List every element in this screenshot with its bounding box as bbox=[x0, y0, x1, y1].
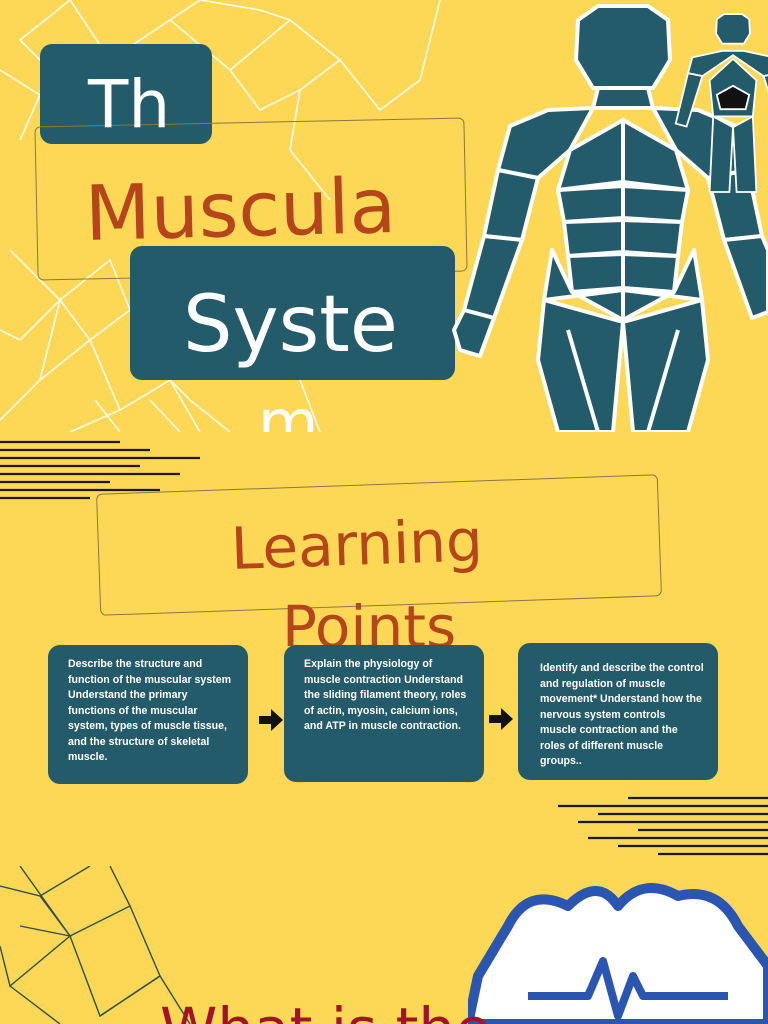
right-arrow-icon bbox=[489, 708, 513, 730]
title-box-1 bbox=[40, 44, 212, 144]
title-box-2 bbox=[130, 246, 455, 380]
learning-point-card-3: Identify and describe the control and re… bbox=[518, 643, 718, 780]
learning-point-card-2: Explain the physiology of muscle contrac… bbox=[284, 645, 484, 782]
learning-points-slide: Learning Points Describe the structure a… bbox=[0, 432, 768, 866]
title-slide: Th Muscula Syste m bbox=[0, 0, 768, 432]
learning-point-card-1: Describe the structure and function of t… bbox=[48, 645, 248, 784]
heart-heartbeat-icon bbox=[468, 883, 768, 1024]
learning-heading-line-2: Points bbox=[282, 598, 457, 646]
what-is-heading: What is the bbox=[160, 1000, 491, 1024]
title-line-1: Th bbox=[88, 66, 171, 143]
human-muscle-figure bbox=[452, 4, 768, 432]
learning-heading-line-1: Learning bbox=[229, 506, 484, 583]
title-line-2: Muscula bbox=[83, 160, 398, 258]
title-line-4: m bbox=[258, 386, 319, 433]
what-is-slide: What is the bbox=[0, 866, 768, 1024]
brush-stripes-bottom-right bbox=[558, 796, 768, 856]
network-lines-decoration bbox=[0, 0, 441, 432]
brush-stripes-top-left bbox=[0, 440, 200, 500]
network-lines-decoration-dark bbox=[0, 866, 191, 1024]
title-line-3: Syste bbox=[183, 280, 398, 370]
right-arrow-icon bbox=[259, 709, 283, 731]
